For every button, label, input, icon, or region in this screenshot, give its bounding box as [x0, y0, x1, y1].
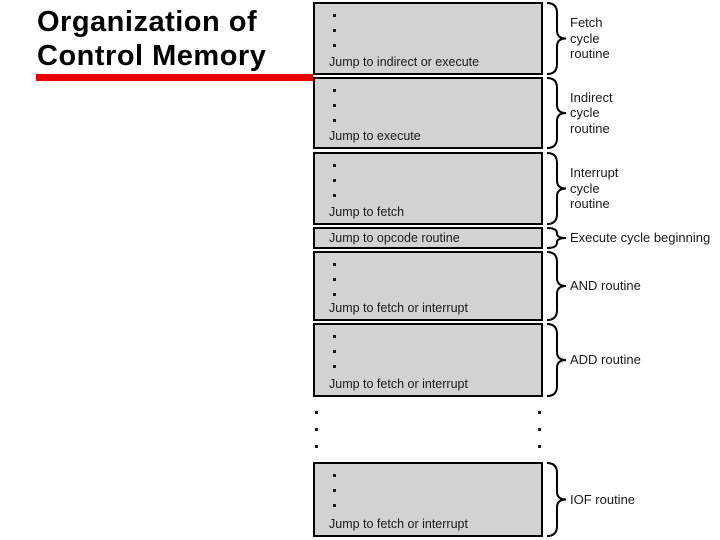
continuation-dots: [538, 411, 541, 414]
curly-brace-icon: [546, 2, 567, 75]
continuation-dots: [315, 445, 318, 448]
memory-block: Jump to fetch or interrupt: [313, 251, 543, 321]
ellipsis-dots: [333, 335, 336, 338]
memory-block: Jump to execute: [313, 77, 543, 149]
routine-label: Execute cycle beginning: [570, 230, 711, 246]
memory-block: Jump to opcode routine: [313, 227, 543, 249]
routine-label: IOF routine: [570, 491, 636, 507]
continuation-dots: [315, 411, 318, 414]
memory-block-caption: Jump to opcode routine: [329, 231, 460, 245]
continuation-dots: [538, 445, 541, 448]
curly-brace-icon: [546, 251, 567, 321]
continuation-dots: [315, 428, 318, 431]
memory-block-caption: Jump to indirect or execute: [329, 55, 480, 69]
ellipsis-dots: [333, 179, 336, 182]
ellipsis-dots: [333, 164, 336, 167]
memory-block: Jump to fetch or interrupt: [313, 323, 543, 397]
control-memory-diagram: Jump to indirect or execute Fetch cycle r…: [313, 0, 720, 540]
continuation-dots: [538, 428, 541, 431]
memory-block-caption: Jump to fetch or interrupt: [329, 301, 468, 315]
ellipsis-dots: [333, 504, 336, 507]
ellipsis-dots: [333, 489, 336, 492]
routine-label: ADD routine: [570, 352, 641, 368]
ellipsis-dots: [333, 14, 336, 17]
routine-label: AND routine: [570, 278, 641, 294]
title-underline: [36, 74, 313, 81]
memory-block-caption: Jump to fetch or interrupt: [329, 517, 468, 531]
ellipsis-dots: [333, 89, 336, 92]
ellipsis-dots: [333, 44, 336, 47]
ellipsis-dots: [333, 474, 336, 477]
curly-brace-icon: [546, 323, 567, 397]
ellipsis-dots: [333, 350, 336, 353]
page-title: Organization of Control Memory: [37, 6, 267, 72]
memory-block-caption: Jump to fetch or interrupt: [329, 377, 468, 391]
memory-block: Jump to indirect or execute: [313, 2, 543, 75]
routine-label: Indirect cycle routine: [570, 89, 613, 136]
ellipsis-dots: [333, 104, 336, 107]
memory-block-caption: Jump to execute: [329, 129, 421, 143]
ellipsis-dots: [333, 278, 336, 281]
routine-label: Fetch cycle routine: [570, 15, 610, 62]
ellipsis-dots: [333, 119, 336, 122]
routine-label: Interrupt cycle routine: [570, 165, 619, 212]
ellipsis-dots: [333, 194, 336, 197]
curly-brace-icon: [546, 227, 567, 249]
ellipsis-dots: [333, 263, 336, 266]
memory-block-caption: Jump to fetch: [329, 205, 405, 219]
memory-block: Jump to fetch: [313, 152, 543, 225]
curly-brace-icon: [546, 462, 567, 537]
curly-brace-icon: [546, 152, 567, 225]
ellipsis-dots: [333, 365, 336, 368]
ellipsis-dots: [333, 293, 336, 296]
memory-block: Jump to fetch or interrupt: [313, 462, 543, 537]
ellipsis-dots: [333, 29, 336, 32]
curly-brace-icon: [546, 77, 567, 149]
